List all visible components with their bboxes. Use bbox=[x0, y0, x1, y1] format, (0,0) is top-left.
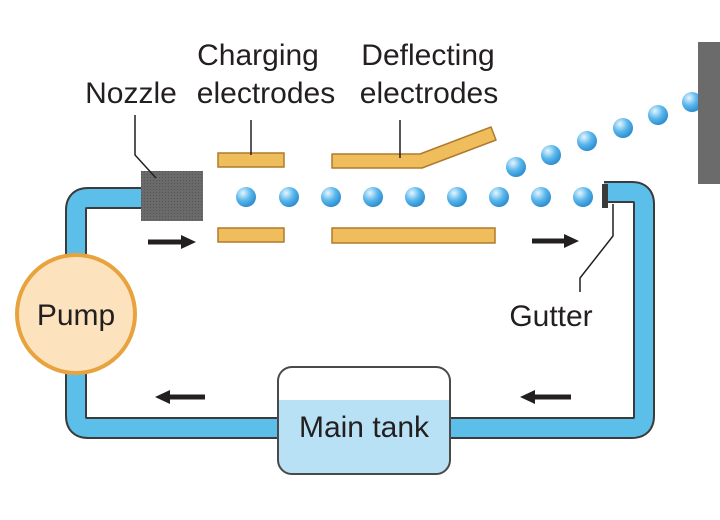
ink-droplets bbox=[236, 92, 702, 207]
ink-droplet-icon bbox=[279, 187, 299, 207]
deflecting-electrodes-label-line2: electrodes bbox=[360, 77, 498, 110]
ink-droplet-icon bbox=[447, 187, 467, 207]
flow-arrow-icon bbox=[148, 235, 196, 249]
nozzle bbox=[141, 171, 203, 221]
ink-droplet-icon bbox=[682, 92, 702, 112]
main-tank-label: Main tank bbox=[299, 411, 430, 444]
ink-droplet-icon bbox=[405, 187, 425, 207]
gutter-leader bbox=[579, 204, 614, 292]
ink-droplet-icon bbox=[573, 187, 593, 207]
print-surface bbox=[698, 42, 720, 184]
flow-arrow-icon bbox=[155, 390, 205, 404]
flow-arrows bbox=[148, 234, 579, 404]
gutter bbox=[602, 184, 608, 208]
flow-arrow-icon bbox=[520, 390, 571, 404]
ink-droplet-icon bbox=[577, 131, 597, 151]
deflecting-electrodes-label-line1: Deflecting bbox=[361, 39, 494, 72]
ink-droplet-icon bbox=[506, 157, 526, 177]
charging-electrode-bottom bbox=[217, 227, 285, 243]
charging-electrodes bbox=[217, 152, 285, 243]
ink-droplet-icon bbox=[321, 187, 341, 207]
nozzle-label: Nozzle bbox=[85, 77, 177, 110]
flow-arrow-icon bbox=[532, 234, 579, 248]
deflecting-electrodes bbox=[331, 126, 497, 244]
pump-label: Pump bbox=[37, 299, 115, 332]
nozzle-leader bbox=[134, 115, 157, 179]
gutter-label: Gutter bbox=[509, 300, 592, 333]
pump: Pump bbox=[15, 253, 137, 375]
charging-electrodes-label-line2: electrodes bbox=[197, 77, 335, 110]
ink-droplet-icon bbox=[363, 187, 383, 207]
ink-droplet-icon bbox=[541, 145, 561, 165]
charging-electrode-top bbox=[217, 152, 285, 168]
charging-electrodes-label-line1: Charging bbox=[197, 39, 319, 72]
ink-droplet-icon bbox=[613, 118, 633, 138]
ink-droplet-icon bbox=[236, 187, 256, 207]
ink-droplet-icon bbox=[489, 187, 509, 207]
leader-lines bbox=[134, 115, 614, 292]
main-tank: Main tank bbox=[277, 366, 451, 475]
ink-droplet-icon bbox=[531, 187, 551, 207]
deflecting-electrode-bottom bbox=[331, 227, 496, 244]
deflecting-electrode-top bbox=[331, 126, 497, 169]
ink-droplet-icon bbox=[648, 105, 668, 125]
